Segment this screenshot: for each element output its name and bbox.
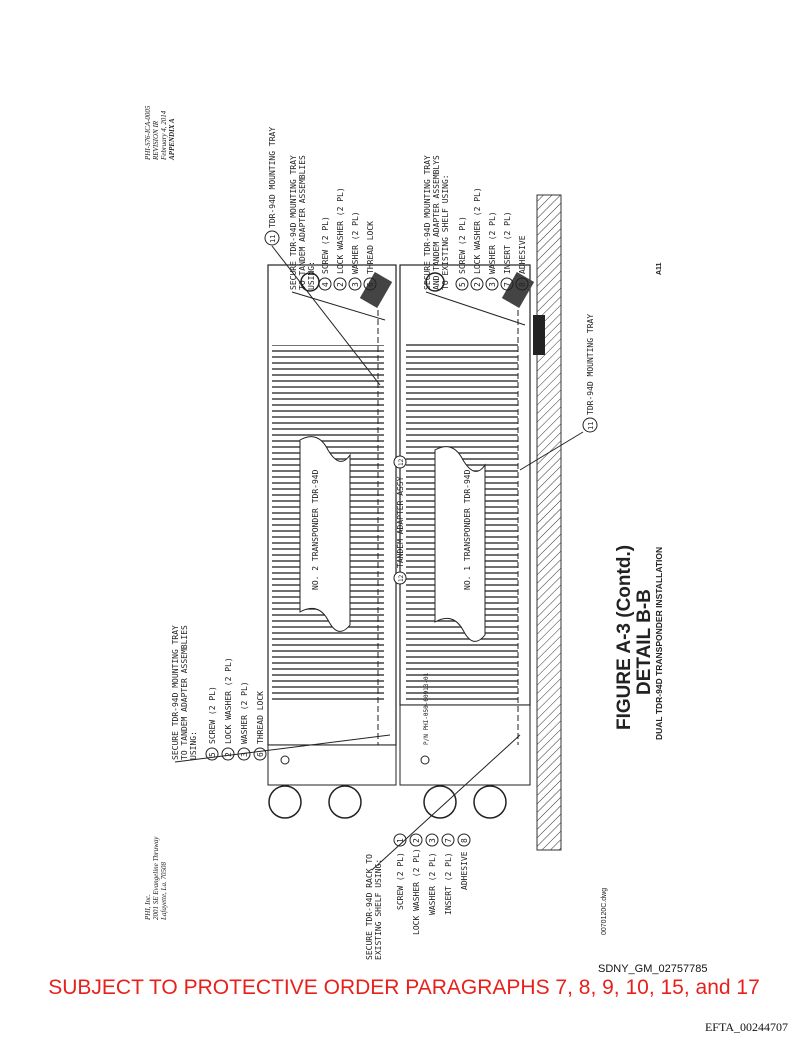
callout-number: 12: [398, 458, 405, 466]
callout-line: AND TANDEM ADAPTER ASSEMBLYS: [432, 155, 441, 290]
callout-item: INSERT (2 PL): [503, 211, 512, 274]
adapter-label: TANDEM ADAPTER ASSY: [396, 476, 405, 568]
adapter-callout: 12 TANDEM ADAPTER ASSY 12: [393, 455, 407, 585]
appendix: APPENDIX A: [168, 118, 176, 161]
figure-title: FIGURE A-3 (Contd.): [614, 545, 635, 730]
callout-number: 7: [503, 282, 512, 287]
callout-line: USING:: [189, 731, 198, 760]
callout-number: 7: [444, 838, 453, 843]
dwg-filename: 0070120C.dwg: [601, 888, 608, 935]
callout-line: TO TANDEM ADAPTER ASSEMBLIES: [180, 625, 189, 760]
callout-number: 2: [224, 752, 233, 757]
transponder-2-drawing: [267, 264, 397, 819]
callout-line: SECURE TDR-94D MOUNTING TRAY: [423, 155, 432, 290]
callout-number: 3: [428, 838, 437, 843]
efta-number: EFTA_00244707: [704, 1020, 788, 1034]
callout-item: LOCK WASHER (2 PL): [473, 187, 482, 274]
callout-number: 11: [269, 235, 277, 243]
callout-number: 4: [321, 282, 330, 287]
callout-number: 11: [587, 422, 595, 430]
callout-number: 6: [256, 752, 265, 757]
callout-item: WASHER (2 PL): [240, 681, 249, 744]
tray-label: TDR-94D MOUNTING TRAY: [268, 127, 277, 228]
callout-number: 3: [351, 282, 360, 287]
street: 2001 SE Evangeline Thruway: [152, 836, 160, 920]
date: February 4, 2014: [160, 110, 168, 161]
protective-order-notice: SUBJECT TO PROTECTIVE ORDER PARAGRAPHS 7…: [48, 976, 760, 999]
callout-number: 12: [398, 574, 405, 582]
callout-line: TO EXISTING SHELF USING:: [441, 174, 450, 290]
callout-line: TO TANDEM ADAPTER ASSEMBLIES: [298, 155, 307, 290]
callout-number: 8: [518, 282, 527, 287]
transponder-1-label: NO. 1 TRANSPONDER TDR-94D: [463, 469, 472, 590]
callout-item: ADHESIVE: [460, 851, 469, 890]
tray-label: TDR-94D MOUNTING TRAY: [586, 314, 595, 415]
callout-number: 8: [460, 838, 469, 843]
city: Lafayette, La. 70508: [160, 862, 168, 921]
callout-item: SCREW (2 PL): [208, 686, 217, 744]
revision: REVISION IR: [152, 120, 160, 161]
callout-item: LOCK WASHER (2 PL): [336, 187, 345, 274]
callout-item: ADHESIVE: [518, 235, 527, 274]
callout-bottom: SECURE TDR-94D RACK TO EXISTING SHELF US…: [365, 734, 521, 960]
callout-item: WASHER (2 PL): [428, 852, 437, 915]
callout-item: THREAD LOCK: [256, 691, 265, 744]
callout-number: 5: [208, 752, 217, 757]
callout-item: WASHER (2 PL): [488, 211, 497, 274]
callout-number: 2: [336, 282, 345, 287]
callout-item: WASHER (2 PL): [351, 211, 360, 274]
callout-item: LOCK WASHER (2 PL): [412, 848, 421, 935]
doc-id: PHI-S76-ICA-0005: [144, 105, 152, 161]
transponder-2-label: NO. 2 TRANSPONDER TDR-94D: [311, 469, 320, 590]
part-number: P/N PHI-050-60913-01: [423, 672, 430, 745]
figure-subtitle: DETAIL B-B: [634, 589, 655, 695]
callout-number: 3: [240, 752, 249, 757]
transponder-1-drawing: [399, 264, 545, 819]
page-label: A11: [656, 262, 663, 275]
shelf: [536, 194, 562, 851]
bates-number: SDNY_GM_02757785: [598, 963, 708, 975]
callout-line: SECURE TDR-94D MOUNTING TRAY: [171, 625, 180, 760]
callout-number: 2: [412, 838, 421, 843]
callout-line: EXISTING SHELF USING:: [374, 859, 383, 960]
callout-number: 3: [488, 282, 497, 287]
figure-title-block: FIGURE A-3 (Contd.) DETAIL B-B DUAL TDR-…: [614, 545, 664, 740]
callout-item: SCREW (2 PL): [396, 852, 405, 910]
callout-item: LOCK WASHER (2 PL): [224, 657, 233, 744]
callout-number: 2: [473, 282, 482, 287]
callout-number: 6: [366, 282, 375, 287]
callout-number: 5: [458, 282, 467, 287]
callout-item: SCREW (2 PL): [321, 216, 330, 274]
callout-mid-right: SECURE TDR-94D MOUNTING TRAY AND TANDEM …: [423, 155, 529, 326]
callout-item: INSERT (2 PL): [444, 852, 453, 915]
callout-line: SECURE TDR-94D RACK TO: [365, 854, 374, 960]
callout-item: THREAD LOCK: [366, 221, 375, 274]
callout-item: SCREW (2 PL): [458, 216, 467, 274]
tray-callout-bottom: 11 TDR-94D MOUNTING TRAY: [519, 314, 598, 471]
callout-number: 1: [396, 838, 405, 843]
callout-top-right: 11 TDR-94D MOUNTING TRAY SECURE TDR-94D …: [264, 127, 386, 386]
callout-line: SECURE TDR-94D MOUNTING TRAY: [289, 155, 298, 290]
callout-top-left: SECURE TDR-94D MOUNTING TRAY TO TANDEM A…: [171, 625, 391, 763]
callout-line: USING:: [307, 261, 316, 290]
document-header: PHI-S76-ICA-0005 REVISION IR February 4,…: [144, 105, 176, 161]
company-name: PHI, Inc.: [144, 894, 152, 921]
company-address: PHI, Inc. 2001 SE Evangeline Thruway Laf…: [144, 836, 168, 921]
figure-caption: DUAL TDR-94D TRANSPONDER INSTALLATION: [654, 547, 664, 740]
